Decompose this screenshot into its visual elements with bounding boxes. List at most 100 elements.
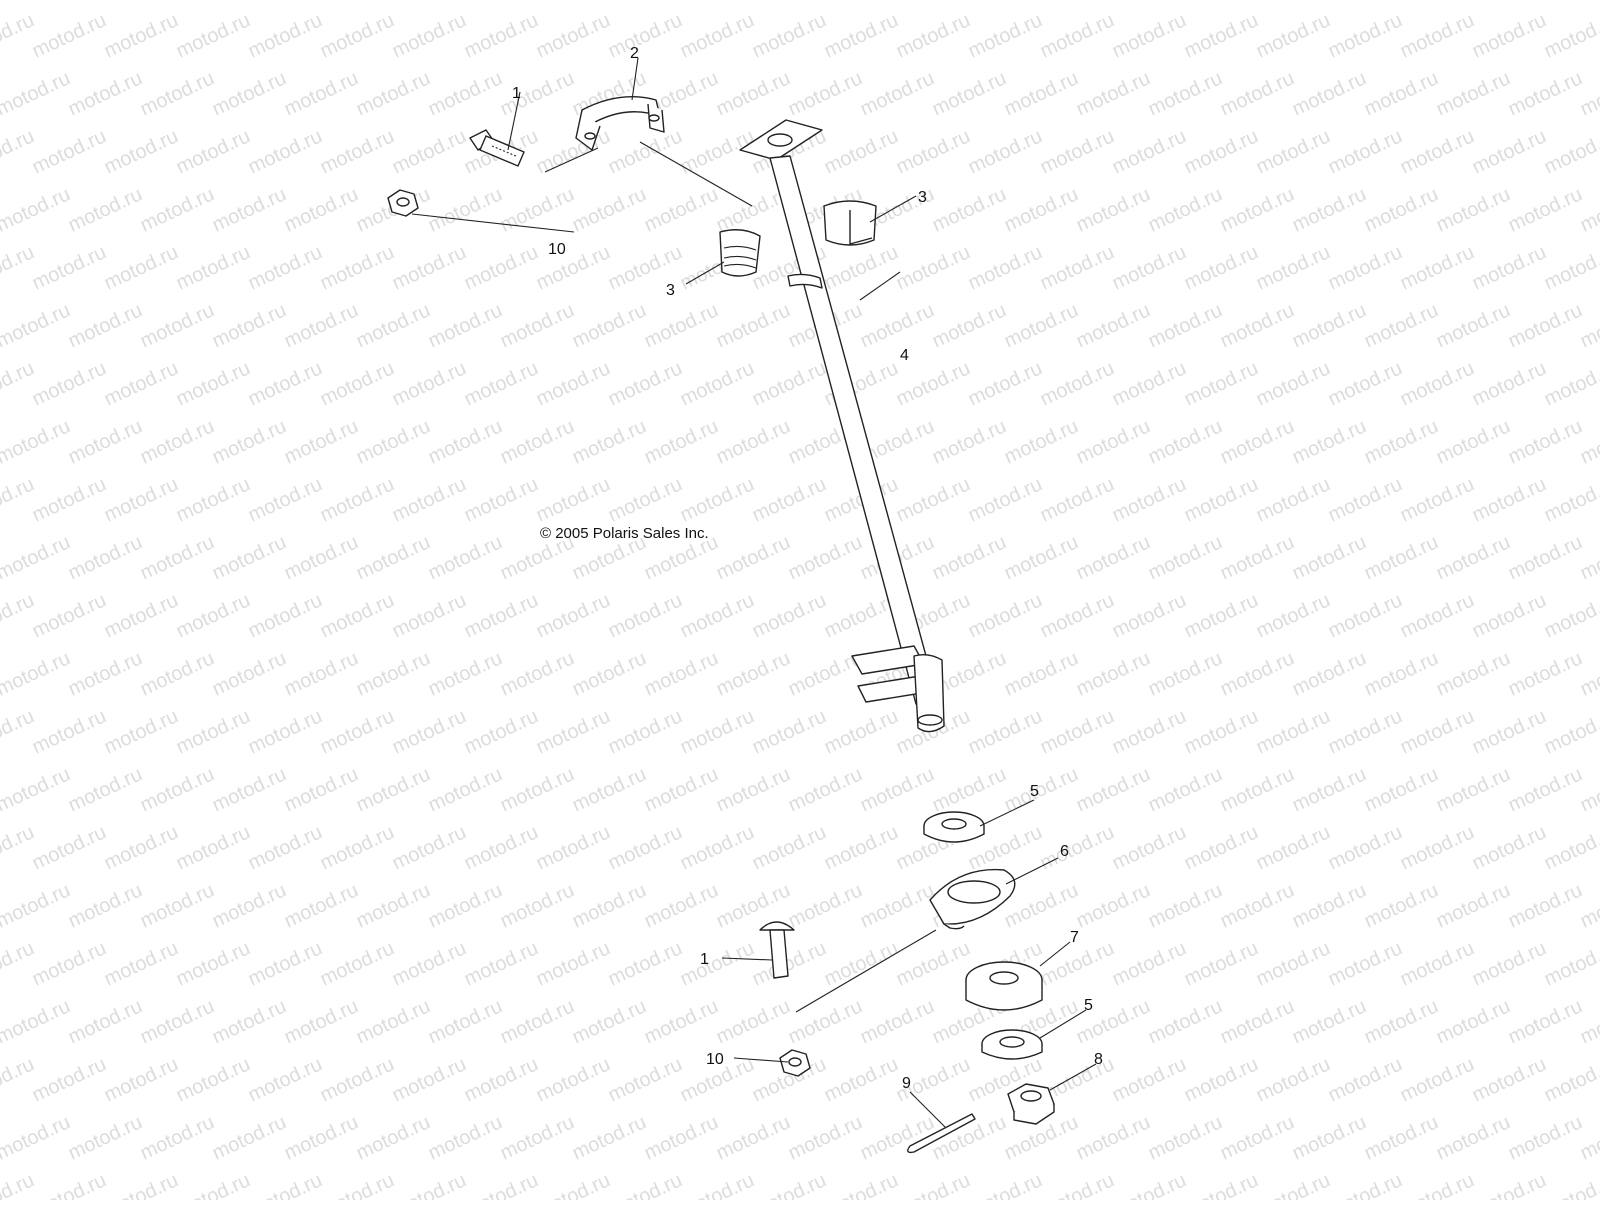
castle-nut-part[interactable] [1007,1083,1055,1125]
bolt-part[interactable] [469,129,525,167]
watermark-text: motod.ru [0,763,74,816]
watermark-text: motod.ru [209,415,290,468]
watermark-text: motod.ru [785,995,866,1048]
watermark-text: motod.ru [821,937,902,990]
watermark-text: motod.ru [1469,1053,1550,1106]
watermark-text: motod.ru [317,1169,398,1200]
watermark-text: motod.ru [1397,357,1478,410]
watermark-text: motod.ru [641,1111,722,1164]
watermark-text: motod.ru [1181,1053,1262,1106]
watermark-text: motod.ru [1073,647,1154,700]
watermark-text: motod.ru [209,995,290,1048]
watermark-text: motod.ru [1469,821,1550,874]
watermark-text: motod.ru [317,125,398,178]
watermark-text: motod.ru [461,357,542,410]
watermark-text: motod.ru [1289,1111,1370,1164]
watermark-text: motod.ru [173,1053,254,1106]
watermark-text: motod.ru [1577,415,1600,468]
cotter-pin-part[interactable] [907,1113,976,1154]
watermark-text: motod.ru [1145,299,1226,352]
watermark-text: motod.ru [209,1111,290,1164]
bolt-lower-part[interactable] [759,921,795,979]
bushing-left-part[interactable] [719,229,761,277]
watermark-text: motod.ru [1253,589,1334,642]
watermark-text: motod.ru [173,241,254,294]
watermark-text: motod.ru [65,183,146,236]
clamp-part[interactable] [575,95,665,151]
watermark-text: motod.ru [425,995,506,1048]
nut-lower-part[interactable] [779,1049,811,1077]
washer-upper-part[interactable] [923,811,985,843]
watermark-text: motod.ru [893,357,974,410]
watermark-text: motod.ru [1289,415,1370,468]
watermark-text: motod.ru [641,995,722,1048]
callout-5-lower: 5 [1084,997,1093,1014]
watermark-text: motod.ru [353,995,434,1048]
watermark-text: motod.ru [1361,995,1442,1048]
watermark-text: motod.ru [1361,0,1442,5]
watermark-text: motod.ru [1289,299,1370,352]
watermark-text: motod.ru [1325,821,1406,874]
watermark-text: motod.ru [425,183,506,236]
watermark-text: motod.ru [533,125,614,178]
watermark-text: motod.ru [173,357,254,410]
watermark-text: motod.ru [245,473,326,526]
watermark-text: motod.ru [749,937,830,990]
steering-post-part[interactable] [739,119,945,733]
watermark-text: motod.ru [1505,1111,1586,1164]
watermark-text: motod.ru [245,937,326,990]
watermark-text: motod.ru [29,241,110,294]
cap-part[interactable] [929,868,1016,930]
watermark-text: motod.ru [1037,9,1118,62]
washer-lower-part[interactable] [981,1029,1043,1060]
watermark-text: motod.ru [569,763,650,816]
watermark-text: motod.ru [1217,995,1298,1048]
watermark-text: motod.ru [605,125,686,178]
watermark-text: motod.ru [533,241,614,294]
watermark-text: motod.ru [929,415,1010,468]
watermark-text: motod.ru [317,589,398,642]
watermark-text: motod.ru [533,357,614,410]
watermark-text: motod.ru [1217,763,1298,816]
watermark-text: motod.ru [785,1111,866,1164]
watermark-text: motod.ru [677,1169,758,1200]
watermark-text: motod.ru [1217,67,1298,120]
watermark-text: motod.ru [209,0,290,5]
nut-part[interactable] [387,189,419,217]
watermark-text: motod.ru [461,705,542,758]
watermark-text: motod.ru [173,1169,254,1200]
watermark-text: motod.ru [749,589,830,642]
watermark-text: motod.ru [1037,1169,1118,1200]
watermark-text: motod.ru [245,241,326,294]
watermark-text: motod.ru [965,357,1046,410]
watermark-text: motod.ru [317,705,398,758]
watermark-text: motod.ru [353,763,434,816]
watermark-text: motod.ru [1397,241,1478,294]
watermark-text: motod.ru [893,1169,974,1200]
watermark-text: motod.ru [0,241,38,294]
watermark-text: motod.ru [0,415,74,468]
watermark-text: motod.ru [0,299,74,352]
watermark-text: motod.ru [1289,763,1370,816]
watermark-text: motod.ru [425,415,506,468]
watermark-text: motod.ru [353,0,434,5]
watermark-text: motod.ru [1109,705,1190,758]
watermark-text: motod.ru [101,589,182,642]
watermark-text: motod.ru [1397,9,1478,62]
watermark-text: motod.ru [101,9,182,62]
watermark-text: motod.ru [389,937,470,990]
watermark-text: motod.ru [0,9,38,62]
bushing-right-part[interactable] [823,200,877,246]
watermark-text: motod.ru [1433,1111,1514,1164]
watermark-text: motod.ru [497,299,578,352]
callout-10-lower: 10 [706,1051,724,1068]
watermark-text: motod.ru [1541,1053,1600,1106]
ring-part[interactable] [965,961,1043,1011]
watermark-text: motod.ru [137,647,218,700]
watermark-text: motod.ru [1433,183,1514,236]
watermark-text: motod.ru [137,299,218,352]
watermark-text: motod.ru [821,705,902,758]
watermark-text: motod.ru [1001,67,1082,120]
